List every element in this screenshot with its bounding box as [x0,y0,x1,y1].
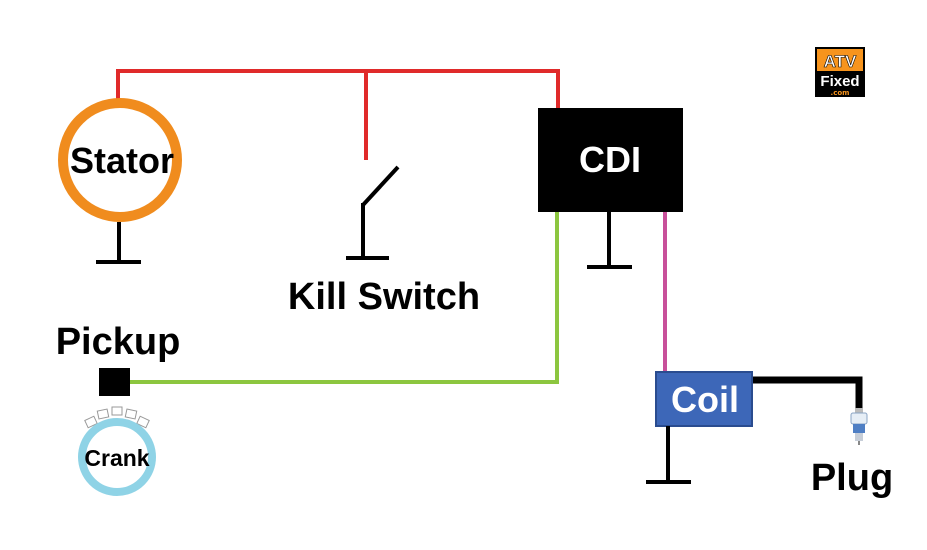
kill-switch: Kill Switch [288,165,480,318]
coil-box [655,371,753,427]
crank-ring [78,418,156,496]
coil-label: Coil [671,379,739,420]
crank-tooth [84,415,98,429]
crank-tooth [96,408,110,420]
stator-ring [58,98,182,222]
plug-body [853,424,865,433]
atvfixed-logo: ATV Fixed .com [815,47,865,97]
plug-insulator [850,412,868,425]
plug-thread [855,433,863,441]
stator: Stator [58,98,182,264]
crank-label: Crank [84,445,149,471]
crank: Crank [78,406,156,496]
plug-terminal [855,408,863,414]
pickup-sensor [99,368,130,396]
logo-top-band [817,49,863,71]
cdi-box [538,108,683,212]
pickup-label: Pickup [56,321,181,363]
logo-line3: .com [831,89,850,97]
stator-label: Stator [70,140,174,181]
crank-tooth [111,406,123,416]
crank-tooth [124,408,138,420]
spark-plug: Plug [811,408,893,499]
logo-line1: ATV [824,52,857,71]
high-tension-lead [752,376,863,410]
ignition-coil: Coil [646,371,753,484]
cdi-unit: CDI [538,108,683,269]
power-wire [116,69,560,110]
logo-line2: Fixed [820,73,859,90]
kill-switch-lever [361,165,400,207]
kill-switch-label: Kill Switch [288,276,480,318]
pickup: Pickup [56,321,181,396]
crank-tooth [136,415,150,429]
plug-label: Plug [811,457,893,499]
cdi-label: CDI [579,139,641,180]
pickup-wire [130,212,559,384]
